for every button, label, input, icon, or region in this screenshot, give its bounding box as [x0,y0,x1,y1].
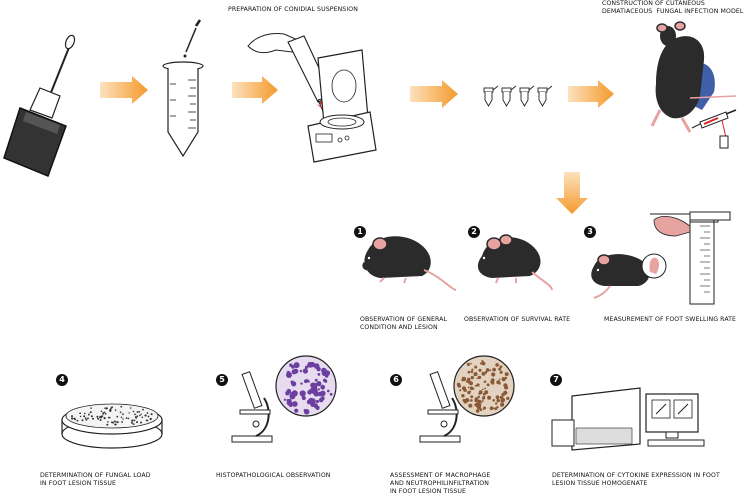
step-7-label-line1: DETERMINATION OF CYTOKINE EXPRESSION IN … [552,472,720,479]
step-badge-4: 4 [56,374,68,386]
conical-tube-icon [162,19,204,158]
petri-dish-icon [61,403,163,449]
step-4-label-line2: IN FOOT LESION TISSUE [40,480,117,487]
step-6-label-line3: IN FOOT LESION TISSUE [390,488,467,495]
step-5-label: HISTOPATHOLOGICAL OBSERVATION [216,472,331,479]
step-4-label-line1: DETERMINATION OF FUNGAL LOAD [40,472,151,479]
step-badge-2: 2 [468,226,480,238]
microscope-histology-icon [231,355,337,443]
step-badge-6: 6 [390,374,402,386]
flow-arrow-down [556,172,588,214]
microtube-set-icon [483,85,553,107]
flow-arrow-3 [410,80,458,108]
mouse-survival-icon [477,234,553,291]
step-1-label-line2: CONDITION AND LESION [360,324,438,331]
step-7-label-line2: LESION TISSUE HOMOGENATE [552,480,648,487]
step-badge-7: 7 [550,374,562,386]
cytokine-assay-equipment-icon [551,387,705,451]
culture-bottle-icon [3,34,76,177]
step-badge-5: 5 [216,374,228,386]
flow-arrow-2 [232,76,278,104]
step-badge-1: 1 [354,226,366,238]
model-title-line2: DEMATIACEOUS FUNGAL INFECTION MODEL [602,8,744,15]
step-6-label-line1: ASSESSMENT OF MACROPHAGE [390,472,491,479]
model-title-line1: CONSTRUCTION OF CUTANEOUS [602,0,705,7]
step-3-label: MEASUREMENT OF FOOT SWELLING RATE [604,316,737,323]
flow-arrow-4 [568,80,614,108]
caliper-measurement-icon [591,211,731,305]
microscope-ihc-icon [419,355,515,443]
mouse-condition-icon [362,236,457,291]
flow-arrow-1 [100,76,148,104]
step-6-label-line2: AND NEUTROPHILINFILTRATION [390,480,489,487]
centrifuge-icon [247,33,377,163]
step-1-label-line1: OBSERVATION OF GENERAL [360,316,448,323]
step-badge-3: 3 [584,226,596,238]
step-2-label: OBSERVATION OF SURVIVAL RATE [464,316,571,323]
prep-title: PREPARATION OF CONIDIAL SUSPENSION [228,6,358,13]
infected-mouse-icon [650,21,737,149]
